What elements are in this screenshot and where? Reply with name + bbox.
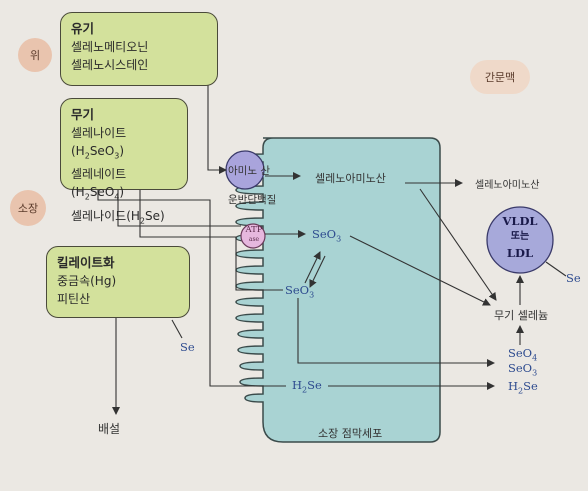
tag-stomach-label: 위 — [29, 49, 41, 62]
tag-stomach: 위 — [18, 38, 52, 72]
atpase — [240, 223, 266, 249]
selenite-sub-1: 2 — [84, 151, 90, 161]
seo3-lower-sub: 3 — [309, 290, 315, 300]
seo3-lower-base: SeO — [285, 283, 310, 297]
selenite-mid: SeO — [89, 144, 115, 158]
seo3-right-base: SeO — [508, 361, 533, 375]
cell-label: 소장 점막세포 — [318, 427, 383, 440]
se-vldl-label: Se — [566, 271, 581, 285]
amino-acid-label: 아미노 산 — [228, 165, 270, 177]
organic-selenium-box: 유기 셀레노메티오닌 셀레노시스테인 — [60, 12, 218, 86]
selenide-base: 셀레나이드(H — [71, 208, 140, 223]
arrow-seo3-to-blood-ions — [297, 298, 495, 367]
seo3-right-label: SeO3 — [508, 361, 537, 377]
atp-text: ATP — [245, 225, 263, 235]
arrow-selenide-to-h2se — [97, 190, 286, 387]
arrow-seo3-down — [309, 255, 326, 288]
arrow-seo3-to-inorganic-se — [349, 235, 491, 306]
seo4-right-base: SeO — [508, 346, 533, 360]
seo3-right-sub: 3 — [532, 368, 538, 378]
seo3-upper-base: SeO — [312, 227, 337, 241]
chelation-box: 킬레이트화 중금속(Hg) 피틴산 — [46, 246, 190, 318]
selenate-end: ) — [119, 185, 125, 200]
se-chelate-leader — [171, 319, 183, 339]
h2se-left-base: H — [292, 378, 303, 392]
h2se-left-end: Se — [307, 378, 322, 392]
atp-sub-text: ase — [248, 236, 260, 243]
organic-title: 유기 — [71, 21, 95, 36]
chelation-title: 킬레이트화 — [57, 255, 115, 270]
tag-small-intestine-label: 소장 — [17, 202, 39, 215]
selenide-sub-1: 2 — [139, 216, 145, 226]
arrow-selenoamino-to-inorganic — [419, 188, 497, 301]
arrow-selenite-to-atpase — [117, 190, 241, 227]
inorganic-se-label: 무기 셀레늄 — [494, 309, 549, 322]
selenite-base: 셀레나이트(H — [71, 126, 127, 158]
se-chelate-label: Se — [180, 340, 195, 354]
tag-portal-blood-label: 간문맥 — [484, 71, 516, 84]
selenate-sub-2: 4 — [114, 192, 120, 202]
arrow-seo3-up — [304, 251, 321, 284]
chelation-item-heavy-metal: 중금속(Hg) — [57, 274, 117, 288]
seo4-right-label: SeO4 — [508, 346, 537, 362]
organic-item-selenocysteine: 셀레노시스테인 — [71, 58, 149, 72]
h2se-right-sub: 2 — [518, 386, 524, 396]
selenite-end: ) — [119, 144, 125, 158]
vldl-label: VLDL 또는 LDL — [496, 213, 544, 261]
h2se-left-sub: 2 — [302, 385, 308, 395]
vldl-or-text: 또는 — [510, 231, 530, 242]
chelation-item-phytic-acid: 피틴산 — [57, 292, 91, 306]
vldl-ldl-particle — [486, 206, 554, 274]
h2se-left-label: H2Se — [292, 378, 322, 394]
inorganic-item-selenide: 셀레나이드(H2Se) — [71, 207, 177, 230]
inorganic-item-selenite: 셀레나이트(H2SeO3) — [71, 124, 177, 165]
tag-portal-blood: 간문맥 — [470, 60, 530, 94]
h2se-right-base: H — [508, 379, 519, 393]
selenate-base: 셀레네이트(H — [71, 167, 127, 200]
selenate-sub-1: 2 — [84, 192, 90, 202]
arrow-selenate-to-seo3 — [139, 190, 283, 291]
arrow-organic-to-transporter — [207, 78, 227, 174]
seo3-upper-label: SeO3 — [312, 227, 341, 243]
transporter-label: 운반단백질 — [228, 194, 277, 206]
h2se-right-end: Se — [523, 379, 538, 393]
seo3-upper-sub: 3 — [336, 234, 342, 244]
inorganic-title: 무기 — [71, 107, 95, 122]
excretion-label: 배설 — [98, 422, 121, 436]
selenate-mid: SeO — [89, 185, 115, 200]
seo3-lower-label: SeO3 — [285, 283, 314, 299]
se-vldl-leader — [545, 261, 567, 277]
inorganic-item-selenate: 셀레네이트(H2SeO4) — [71, 165, 177, 206]
selenite-sub-2: 3 — [114, 151, 120, 161]
vldl-text: VLDL — [502, 214, 538, 228]
selenide-mid: Se) — [145, 208, 165, 223]
seo4-right-sub: 4 — [532, 353, 538, 363]
tag-small-intestine: 소장 — [10, 190, 46, 226]
inorganic-selenium-box: 무기 셀레나이트(H2SeO3) 셀레네이트(H2SeO4) 셀레나이드(H2S… — [60, 98, 188, 225]
selenoamino-blood-label: 셀레노아미노산 — [475, 180, 540, 191]
ldl-text: LDL — [506, 246, 534, 260]
selenoamino-in-cell-label: 셀레노아미노산 — [315, 172, 386, 185]
organic-item-selenomethionine: 셀레노메티오닌 — [71, 40, 149, 54]
h2se-right-label: H2Se — [508, 379, 538, 395]
